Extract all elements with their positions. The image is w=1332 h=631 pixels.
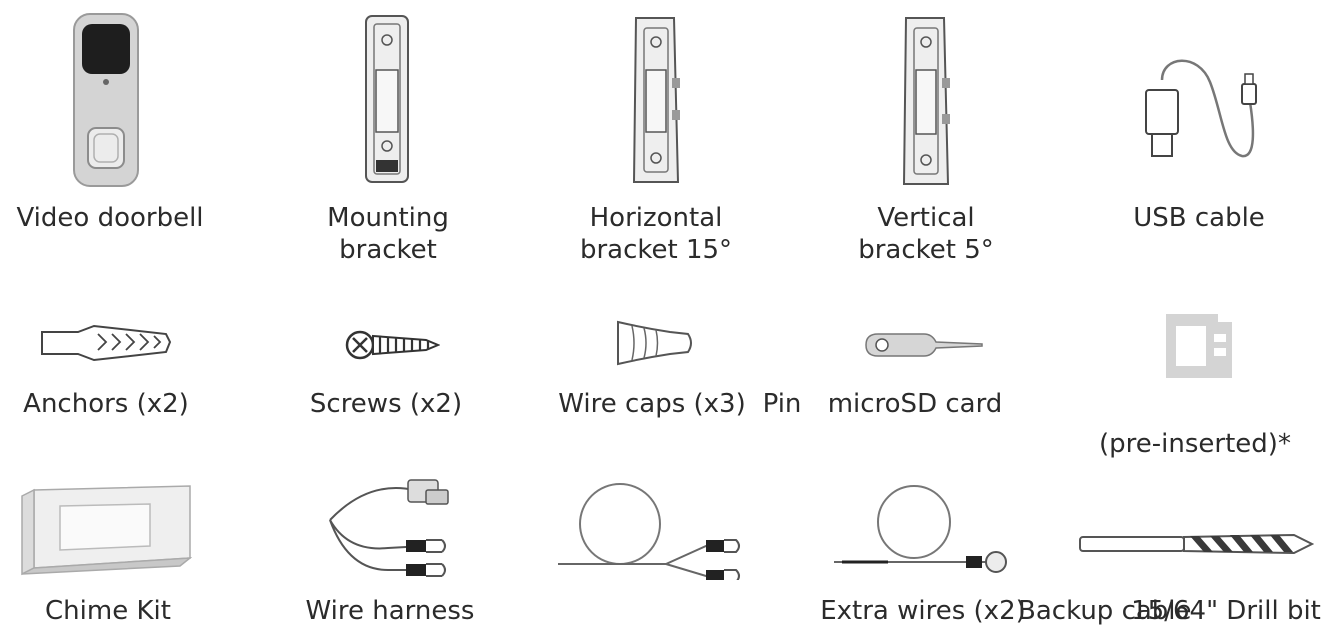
- wire-harness-label: Wire harness: [305, 596, 475, 626]
- drill-bit-label: 15/64" Drill bit: [1131, 596, 1321, 626]
- extra-wire-icon: [832, 476, 1012, 580]
- horizontal-bracket-icon: [628, 14, 684, 186]
- drill-bit-icon: [1078, 530, 1314, 558]
- mounting-bracket-label: Mounting bracket: [327, 203, 449, 265]
- screw-icon: [344, 328, 440, 362]
- wire-harness-icon: [328, 476, 454, 580]
- usb-cable-icon: [1138, 52, 1262, 162]
- anchors-label: Anchors (x2): [23, 389, 189, 419]
- horizontal-bracket-label: Horizontal bracket 15°: [579, 203, 733, 265]
- video-doorbell-icon: [72, 12, 140, 188]
- microsd-card-label: microSD card: [827, 389, 1003, 419]
- vertical-bracket-label: Vertical bracket 5°: [858, 203, 994, 265]
- wire-cap-icon: [614, 318, 694, 368]
- screws-label: Screws (x2): [309, 389, 463, 419]
- mounting-bracket-icon: [362, 14, 412, 184]
- video-doorbell-label: Video doorbell: [16, 203, 204, 233]
- anchor-icon: [38, 322, 174, 364]
- microsd-card-icon: [1160, 312, 1236, 380]
- vertical-bracket-icon: [898, 14, 954, 188]
- backup-cable-icon: [556, 476, 746, 580]
- chime-kit-icon: [20, 482, 192, 578]
- usb-cable-label: USB cable: [1133, 203, 1265, 233]
- wire-caps-label: Wire caps (x3): [558, 389, 746, 419]
- chime-kit-label: Chime Kit: [45, 596, 171, 626]
- pin-label: Pin: [762, 389, 802, 419]
- extra-wires-label: Extra wires (x2): [820, 596, 1026, 626]
- pre-inserted-label: (pre-inserted)*: [1099, 429, 1291, 459]
- pin-icon: [864, 330, 984, 360]
